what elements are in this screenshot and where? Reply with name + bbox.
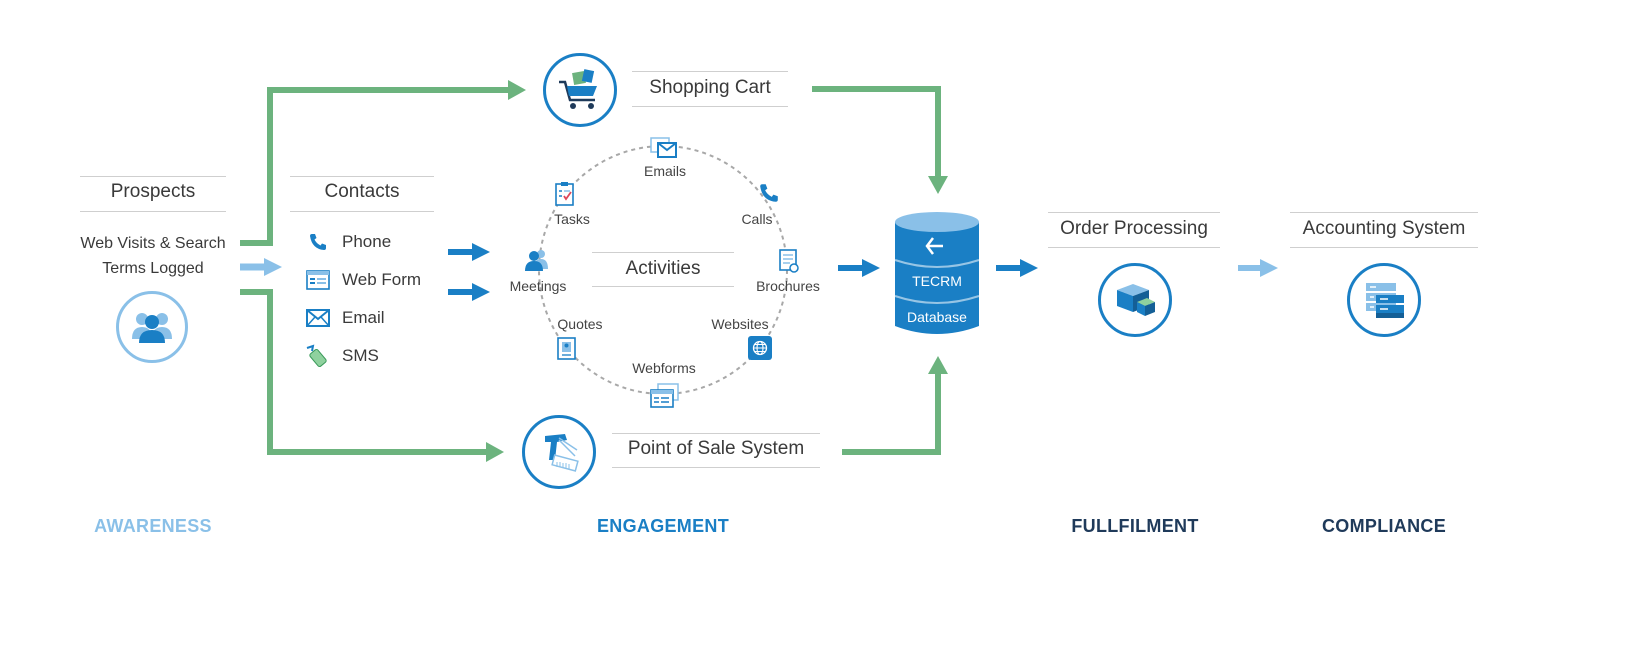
phone-icon bbox=[758, 182, 780, 209]
green-connector-cart-db bbox=[812, 86, 941, 178]
contact-label: SMS bbox=[342, 346, 379, 365]
divider bbox=[592, 252, 734, 253]
sms-icon bbox=[304, 344, 332, 368]
divider bbox=[1290, 247, 1478, 248]
quote-icon bbox=[556, 336, 578, 367]
stage-engagement: ENGAGEMENT bbox=[596, 516, 729, 536]
web-form-icon bbox=[304, 268, 332, 292]
database-label: Database bbox=[907, 309, 967, 325]
green-connector-to-pos bbox=[240, 289, 488, 455]
divider bbox=[612, 467, 820, 468]
contact-item-email: Email bbox=[304, 306, 385, 330]
people-icon bbox=[116, 291, 188, 363]
contact-label: Email bbox=[342, 308, 385, 327]
stage-fulfilment: FULLFILMENT bbox=[1071, 516, 1199, 536]
webforms-icon bbox=[650, 383, 680, 414]
activity-calls: Calls bbox=[741, 211, 773, 227]
barcode-scanner-icon bbox=[522, 415, 596, 489]
database-icon: TECRM Database bbox=[893, 210, 981, 340]
shopping-cart-label: Shopping Cart bbox=[649, 77, 771, 98]
divider bbox=[592, 286, 734, 287]
green-connector-to-cart bbox=[240, 87, 510, 246]
divider bbox=[632, 106, 788, 107]
divider bbox=[1290, 212, 1478, 213]
divider bbox=[80, 211, 226, 212]
activity-websites: Websites bbox=[711, 316, 769, 332]
shopping-cart-icon bbox=[543, 53, 617, 127]
divider bbox=[290, 176, 434, 177]
divider bbox=[1048, 247, 1220, 248]
accounting-system-header: Accounting System bbox=[1302, 218, 1466, 239]
contact-item-phone: Phone bbox=[304, 230, 391, 254]
stage-compliance: COMPLIANCE bbox=[1322, 516, 1446, 536]
divider bbox=[612, 433, 820, 434]
green-arrowhead-cart-db bbox=[928, 176, 948, 194]
brochure-icon bbox=[778, 248, 800, 279]
activity-tasks: Tasks bbox=[554, 211, 590, 227]
contacts-header: Contacts bbox=[324, 181, 400, 202]
green-arrowhead-pos-db bbox=[928, 356, 948, 374]
prospects-header: Prospects bbox=[110, 181, 196, 202]
contact-label: Phone bbox=[342, 232, 392, 251]
activity-meetings: Meetings bbox=[509, 278, 567, 294]
divider bbox=[80, 176, 226, 177]
boxes-icon bbox=[1098, 263, 1172, 337]
email-icon bbox=[650, 137, 678, 164]
stage-awareness: AWARENESS bbox=[94, 516, 212, 536]
divider bbox=[632, 71, 788, 72]
activity-emails: Emails bbox=[643, 163, 686, 179]
activity-brochures: Brochures bbox=[756, 278, 820, 294]
contact-item-sms: SMS bbox=[304, 344, 379, 368]
point-of-sale-label: Point of Sale System bbox=[627, 438, 805, 459]
meeting-icon bbox=[524, 247, 550, 276]
activity-quotes: Quotes bbox=[557, 316, 603, 332]
web-visits-text: Web Visits & Search Terms Logged bbox=[70, 231, 236, 281]
contact-label: Web Form bbox=[342, 270, 422, 289]
green-arrowhead-cart bbox=[508, 80, 526, 100]
phone-icon bbox=[304, 230, 332, 254]
green-connector-pos-db bbox=[842, 372, 941, 455]
order-processing-header: Order Processing bbox=[1060, 218, 1208, 239]
globe-icon bbox=[748, 336, 772, 360]
email-icon bbox=[304, 306, 332, 330]
server-icon bbox=[1347, 263, 1421, 337]
divider bbox=[1048, 212, 1220, 213]
database-name: TECRM bbox=[912, 273, 962, 289]
green-arrowhead-pos bbox=[486, 442, 504, 462]
web-visits-line2: Terms Logged bbox=[102, 260, 204, 277]
activities-label: Activities bbox=[625, 258, 701, 279]
task-icon bbox=[554, 181, 576, 212]
web-visits-line1: Web Visits & Search bbox=[80, 235, 226, 252]
contact-item-web-form: Web Form bbox=[304, 268, 421, 292]
activity-webforms: Webforms bbox=[632, 360, 696, 376]
divider bbox=[290, 211, 434, 212]
